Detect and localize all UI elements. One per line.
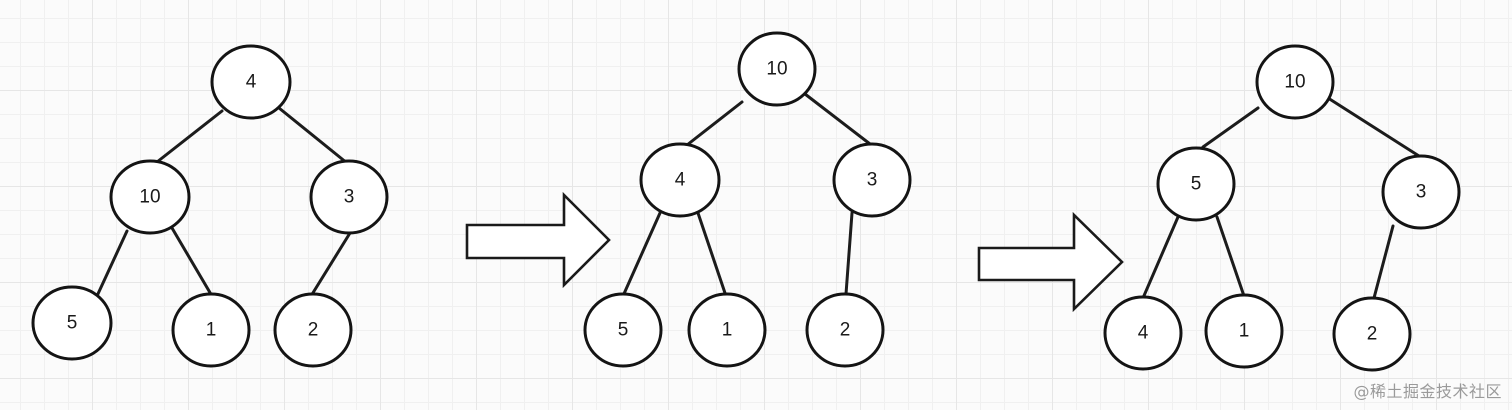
tree-2-node-e: 1 (687, 292, 767, 368)
right-arrow-icon (465, 191, 611, 289)
node-circle (1204, 293, 1284, 369)
node-circle (1156, 146, 1236, 222)
node-label: 3 (344, 187, 355, 208)
node-label: 2 (840, 320, 851, 341)
node-circle (639, 142, 721, 218)
tree-2-node-f: 2 (805, 292, 885, 368)
tree-2-node-d: 5 (583, 292, 663, 368)
tree-1-node-a: 4 (210, 44, 292, 120)
tree-1-edge-b-e (170, 226, 214, 298)
node-circle (31, 285, 113, 361)
tree-1-edge-b-d (95, 229, 129, 298)
tree-2-edge-b-e (696, 211, 728, 298)
tree-3-node-a: 10 (1255, 44, 1335, 120)
tree-1-edge-c-f (309, 231, 352, 298)
node-label: 10 (766, 59, 787, 80)
node-label: 4 (246, 72, 257, 93)
node-label: 3 (867, 170, 878, 191)
tree-2-node-b: 4 (639, 142, 721, 218)
node-circle (273, 292, 353, 368)
tree-3-node-c: 3 (1381, 154, 1461, 230)
node-circle (1255, 44, 1335, 120)
tree-3-edge-a-b (1201, 106, 1260, 149)
tree-1-node-d: 5 (31, 285, 113, 361)
tree-3-edge-a-c (1326, 96, 1421, 158)
tree-2-node-a: 10 (737, 31, 817, 107)
tree-2-edge-a-b (685, 100, 744, 147)
node-label: 2 (1367, 324, 1378, 345)
node-circle (309, 159, 389, 235)
tree-2: 10 4 3 5 1 2 (583, 31, 912, 368)
node-label: 2 (308, 320, 319, 341)
tree-1: 4 10 3 5 1 2 (31, 44, 389, 368)
node-label: 3 (1416, 182, 1427, 203)
node-circle (737, 31, 817, 107)
node-label: 4 (1138, 323, 1149, 344)
tree-3-node-b: 5 (1156, 146, 1236, 222)
tree-2-edge-b-d (621, 211, 662, 298)
node-label: 5 (1191, 174, 1202, 195)
node-circle (1103, 295, 1183, 371)
tree-1-edge-a-c (277, 106, 349, 165)
node-label: 10 (1284, 72, 1305, 93)
node-label: 4 (675, 170, 686, 191)
tree-3-node-e: 1 (1204, 293, 1284, 369)
tree-2-edge-a-c (803, 92, 872, 146)
tree-3-edge-b-e (1215, 215, 1246, 298)
node-label: 5 (618, 320, 629, 341)
node-circle (805, 292, 885, 368)
node-circle (171, 292, 251, 368)
tree-3-node-f: 2 (1332, 296, 1412, 372)
node-circle (687, 292, 767, 368)
node-circle (109, 159, 191, 235)
node-circle (1332, 296, 1412, 372)
tree-1-node-e: 1 (171, 292, 251, 368)
node-label: 1 (722, 320, 733, 341)
node-label: 1 (1239, 321, 1250, 342)
tree-1-node-b: 10 (109, 159, 191, 235)
tree-3-edge-b-d (1141, 215, 1180, 300)
node-circle (1381, 154, 1461, 230)
node-label: 1 (206, 320, 217, 341)
watermark: @稀土掘金技术社区 (1353, 382, 1502, 401)
node-circle (210, 44, 292, 120)
node-label: 5 (67, 313, 78, 334)
tree-1-node-c: 3 (309, 159, 389, 235)
tree-1-edge-a-b (155, 109, 224, 164)
tree-2-edge-c-f (844, 211, 854, 296)
right-arrow-icon (977, 211, 1124, 313)
node-label: 10 (139, 187, 160, 208)
node-circle (832, 142, 912, 218)
tree-1-node-f: 2 (273, 292, 353, 368)
tree-3-edge-c-f (1372, 224, 1395, 300)
node-circle (583, 292, 663, 368)
tree-2-node-c: 3 (832, 142, 912, 218)
tree-3-node-d: 4 (1103, 295, 1183, 371)
tree-3: 10 5 3 4 1 2 (1103, 44, 1461, 372)
